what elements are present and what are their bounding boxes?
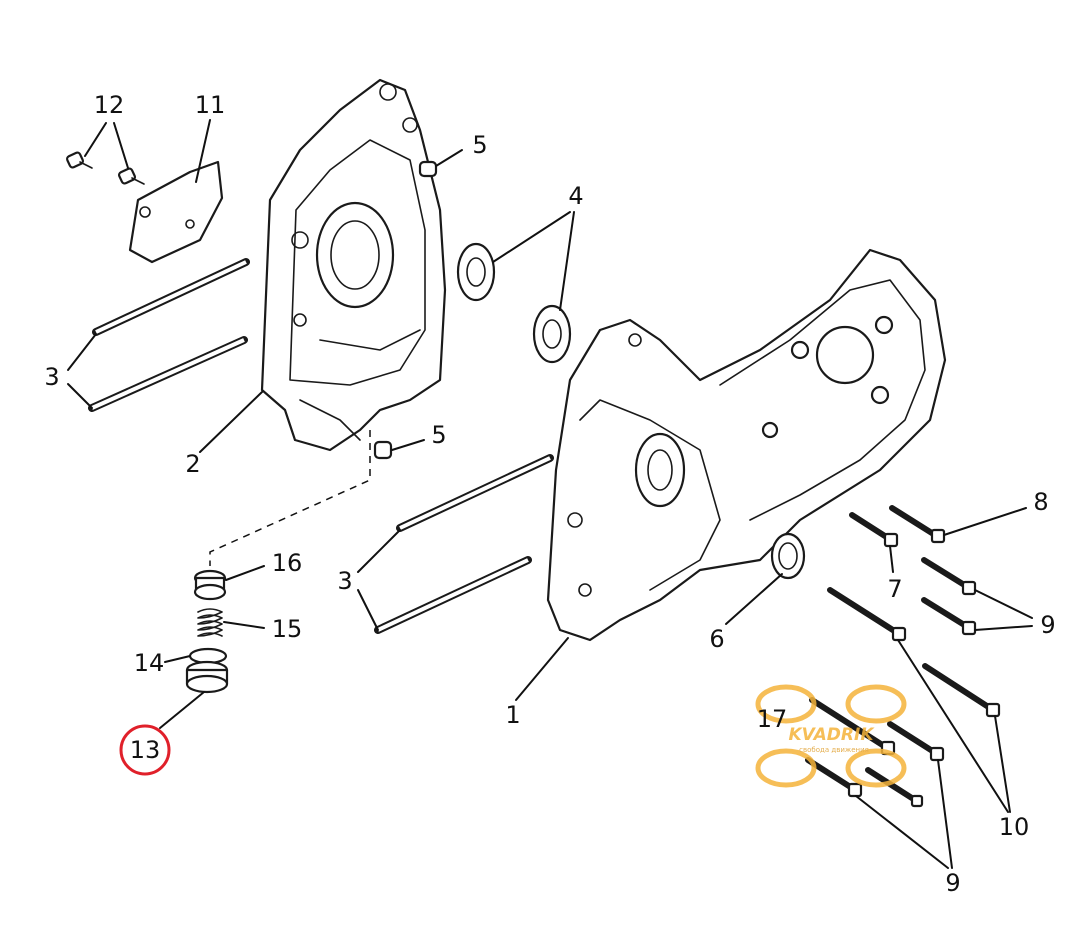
highlight-circle-13 [119, 724, 171, 776]
callout-16: 16 [272, 549, 303, 577]
watermark-tagline: свобода движения [799, 746, 869, 754]
callout-5-upper: 5 [472, 131, 487, 159]
callout-5-lower: 5 [431, 421, 446, 449]
part-7-bolt [849, 512, 899, 548]
part-6-oil-seal [770, 532, 806, 580]
part-9-bolt-a [921, 557, 977, 596]
part-9-bolt-e [865, 767, 924, 808]
part-14-o-ring [188, 647, 228, 665]
part-16-collar [193, 569, 227, 601]
callout-3-right: 3 [337, 567, 352, 595]
part-11-cover-gasket [128, 160, 224, 264]
part-3-stud-lower-right [374, 556, 532, 634]
callout-17: 17 [757, 705, 788, 733]
part-10-bolt-b [922, 663, 1001, 718]
part-3-stud-lower-left [88, 336, 248, 412]
part-5-dowel-pin-upper [418, 160, 438, 178]
callout-11: 11 [195, 91, 226, 119]
callout-2: 2 [185, 450, 200, 478]
callout-14: 14 [134, 649, 165, 677]
callout-1: 1 [505, 701, 520, 729]
part-4-bearing-a [456, 242, 496, 302]
assembly-dashed-line [209, 430, 371, 566]
part-4-bearing-b [532, 304, 572, 364]
part-5-dowel-pin-lower [373, 440, 393, 460]
leader-lines [67, 119, 1033, 869]
part-8-bolt [889, 505, 946, 544]
callout-9-right: 9 [1040, 611, 1055, 639]
callout-12: 12 [94, 91, 125, 119]
callout-9-bottom: 9 [945, 869, 960, 897]
callout-13: 13 [130, 736, 161, 764]
part-3-stud-upper-left [92, 258, 250, 336]
callout-8: 8 [1033, 488, 1048, 516]
part-3-stud-upper-right [396, 454, 554, 532]
part-1-right-crankcase [546, 248, 947, 642]
kvadrik-watermark: KVADRIK свобода движения [755, 684, 907, 788]
callout-15: 15 [272, 615, 303, 643]
watermark-brand: KVADRIK [788, 725, 875, 745]
callout-6: 6 [709, 625, 724, 653]
callout-3-left: 3 [44, 363, 59, 391]
callout-4: 4 [568, 182, 583, 210]
part-12-screw-b [118, 167, 145, 185]
part-12-screw-a [66, 151, 93, 169]
part-2-left-crankcase [260, 78, 447, 452]
part-13-drain-plug [185, 660, 229, 694]
part-15-spring [197, 608, 223, 637]
callout-10: 10 [999, 813, 1030, 841]
callout-7: 7 [887, 575, 902, 603]
watermark-tire-icon [755, 684, 907, 788]
part-9-bolt-b [921, 597, 977, 636]
